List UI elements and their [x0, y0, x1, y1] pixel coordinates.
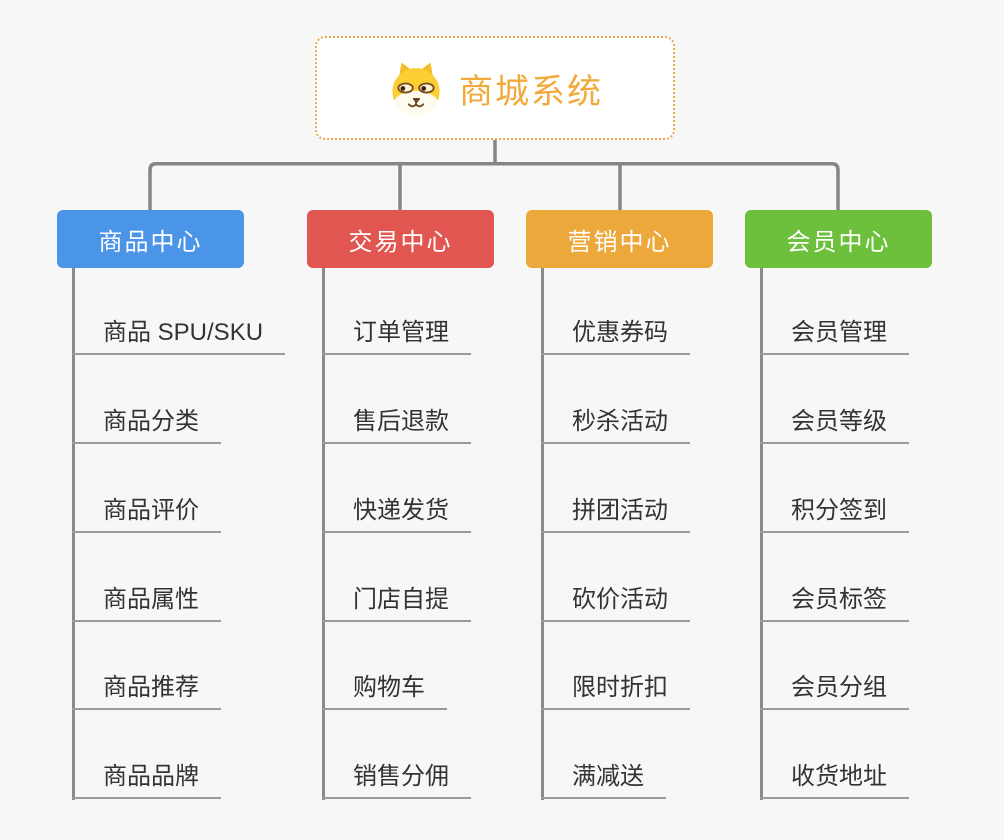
leaf-node[interactable]: 会员管理: [760, 311, 909, 355]
branch-member-center[interactable]: 会员中心: [745, 210, 932, 268]
leaf-node[interactable]: 限时折扣: [541, 666, 690, 710]
branch-marketing-center[interactable]: 营销中心: [526, 210, 713, 268]
branch-marketing-children: 优惠券码 秒杀活动 拼团活动 砍价活动 限时折扣 满减送: [541, 268, 771, 804]
branch-trade-center[interactable]: 交易中心: [307, 210, 494, 268]
branch-member-children: 会员管理 会员等级 积分签到 会员标签 会员分组 收货地址: [760, 268, 990, 804]
leaf-node[interactable]: 订单管理: [322, 311, 471, 355]
leaf-node[interactable]: 收货地址: [760, 755, 909, 799]
leaf-node[interactable]: 秒杀活动: [541, 400, 690, 444]
branch-product-center[interactable]: 商品中心: [57, 210, 244, 268]
leaf-node[interactable]: 快递发货: [322, 489, 471, 533]
leaf-node[interactable]: 拼团活动: [541, 489, 690, 533]
leaf-node[interactable]: 会员标签: [760, 578, 909, 622]
branch-trade-children: 订单管理 售后退款 快递发货 门店自提 购物车 销售分佣: [322, 268, 552, 804]
leaf-node[interactable]: 商品分类: [72, 400, 221, 444]
leaf-node[interactable]: 会员分组: [760, 666, 909, 710]
leaf-node[interactable]: 优惠券码: [541, 311, 690, 355]
root-title: 商城系统: [459, 72, 603, 111]
leaf-node[interactable]: 会员等级: [760, 400, 909, 444]
leaf-node[interactable]: 满减送: [541, 755, 666, 799]
leaf-node[interactable]: 商品评价: [72, 489, 221, 533]
leaf-node[interactable]: 砍价活动: [541, 578, 690, 622]
leaf-node[interactable]: 购物车: [322, 666, 447, 710]
shiba-dog-icon: [392, 62, 440, 116]
leaf-node[interactable]: 积分签到: [760, 489, 909, 533]
leaf-node[interactable]: 门店自提: [322, 578, 471, 622]
branch-product-children: 商品 SPU/SKU 商品分类 商品评价 商品属性 商品推荐 商品品牌: [72, 268, 302, 804]
leaf-node[interactable]: 商品推荐: [72, 666, 221, 710]
leaf-node[interactable]: 商品属性: [72, 578, 221, 622]
root-node-mall-system[interactable]: 商城系统: [315, 36, 675, 140]
leaf-node[interactable]: 销售分佣: [322, 755, 471, 799]
leaf-node[interactable]: 商品品牌: [72, 755, 221, 799]
leaf-node[interactable]: 商品 SPU/SKU: [72, 311, 286, 355]
leaf-node[interactable]: 售后退款: [322, 400, 471, 444]
